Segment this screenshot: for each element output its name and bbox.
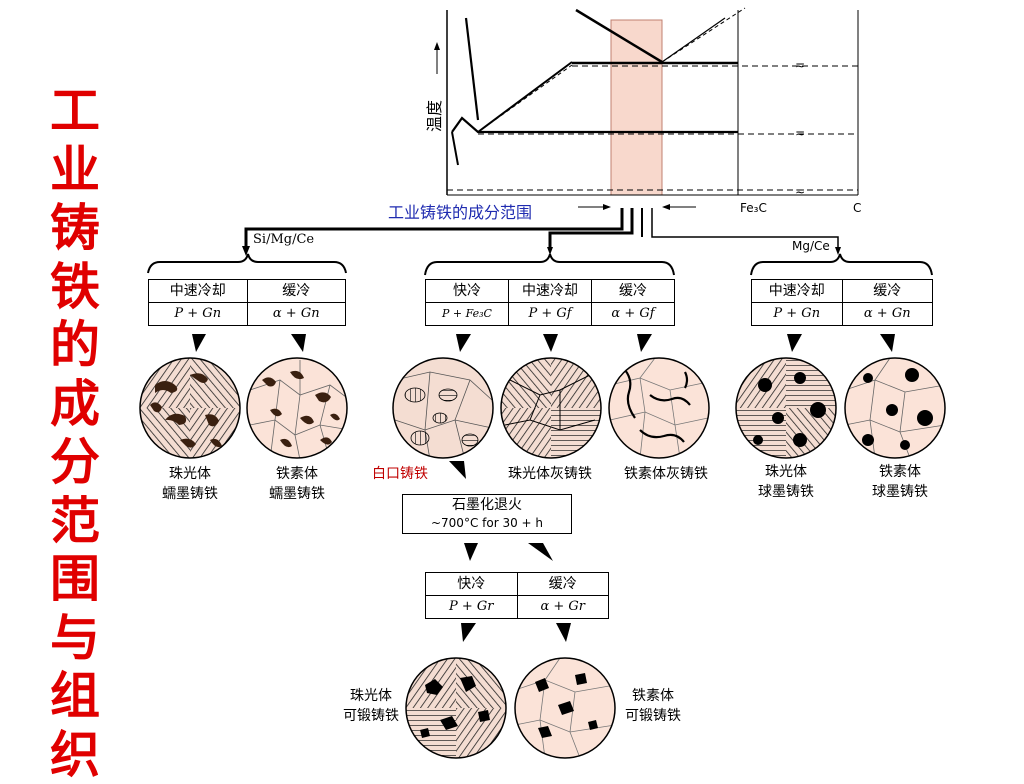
micrograph-ferrite-vermicular <box>246 357 348 459</box>
header-cell: 中速冷却 <box>508 280 591 302</box>
caption-pearlite-malleable: 珠光体 可锻铸铁 <box>330 686 412 726</box>
micrograph-pearlite-vermicular <box>139 357 241 459</box>
caption-ferrite-vermicular: 铁素体 蠕墨铸铁 <box>247 464 347 504</box>
formula-cell: P + Gr <box>448 599 494 614</box>
table-malleable: 快冷 缓冷 P + Gr α + Gr <box>425 572 609 619</box>
header-cell: 缓冷 <box>246 280 346 302</box>
caption-line: 可锻铸铁 <box>343 708 399 724</box>
formula-cell: α + Gf <box>591 303 674 325</box>
formula-cell: P + Fe₃C <box>442 307 492 320</box>
header-cell: 缓冷 <box>516 573 609 595</box>
caption-pearlite-nodular: 珠光体 球墨铸铁 <box>736 462 836 502</box>
header-cell: 缓冷 <box>591 280 674 302</box>
composition-range-band <box>610 19 663 196</box>
header-cell: 中速冷却 <box>768 283 825 299</box>
formula-cell: α + Gr <box>516 596 609 618</box>
header-cell: 快冷 <box>457 576 486 592</box>
micrograph-white-iron <box>392 357 494 459</box>
branch-label-left: Si/Mg/Ce <box>253 232 314 247</box>
braces <box>147 253 933 276</box>
header-cell: 快冷 <box>453 283 481 299</box>
formula-cell: P + Gf <box>508 303 591 325</box>
anneal-title: 石墨化退火 <box>452 497 522 513</box>
break-mark: ≂ <box>795 184 805 198</box>
break-mark: ≂ <box>795 58 805 72</box>
micrograph-ferrite-gray <box>608 357 710 459</box>
pointer-triangles <box>192 334 895 642</box>
caption-line: 铁素体 <box>276 466 318 482</box>
micrograph-ferrite-nodular <box>844 357 946 459</box>
micrograph-pearlite-malleable <box>405 657 507 759</box>
vertical-title: 工业铸铁的成分范围与组织 <box>50 82 100 784</box>
x-label-fe3c: Fe₃C <box>740 201 767 215</box>
caption-line: 蠕墨铸铁 <box>162 486 218 502</box>
micrograph-ferrite-malleable <box>514 657 616 759</box>
caption-line: 球墨铸铁 <box>758 484 814 500</box>
header-cell: 缓冷 <box>841 280 933 302</box>
micrograph-pearlite-nodular <box>735 357 837 459</box>
branch-lines <box>242 208 841 256</box>
composition-range-label: 工业铸铁的成分范围 <box>388 203 532 222</box>
header-cell: 中速冷却 <box>169 283 226 299</box>
caption-line: 珠光体 <box>169 466 211 482</box>
caption-ferrite-malleable: 铁素体 可锻铸铁 <box>612 686 694 726</box>
caption-pearlite-gray: 珠光体灰铸铁 <box>508 466 592 482</box>
phase-diagram: ≂ ≂ ≂ 温度 Fe₃C C 工业铸铁的成分范围 <box>388 7 861 222</box>
caption-line: 珠光体 <box>350 688 392 704</box>
formula-cell: α + Gn <box>246 303 346 325</box>
micrograph-pearlite-gray <box>500 357 602 459</box>
formula-cell: P + Gn <box>174 306 222 321</box>
caption-line: 珠光体 <box>765 464 807 480</box>
caption-ferrite-gray: 铁素体灰铸铁 <box>624 466 708 482</box>
caption-white-iron: 白口铸铁 <box>372 466 428 482</box>
diagram-canvas: ≂ ≂ ≂ 温度 Fe₃C C 工业铸铁的成分范围 Si/Mg/Ce Mg/Ce <box>139 7 946 759</box>
caption-line: 铁素体 <box>879 464 921 480</box>
y-axis-label: 温度 <box>425 100 444 132</box>
table-gray: 快冷 中速冷却 缓冷 P + Fe₃C P + Gf α + Gf <box>425 279 675 326</box>
formula-cell: P + Gn <box>773 306 821 321</box>
table-nodular: 中速冷却 缓冷 P + Gn α + Gn <box>751 279 933 326</box>
caption-line: 可锻铸铁 <box>625 708 681 724</box>
caption-ferrite-nodular: 铁素体 球墨铸铁 <box>850 462 950 502</box>
branch-label-right: Mg/Ce <box>792 239 830 253</box>
table-vermicular: 中速冷却 缓冷 P + Gn α + Gn <box>148 279 346 326</box>
caption-line: 蠕墨铸铁 <box>269 486 325 502</box>
break-mark: ≂ <box>795 126 805 140</box>
formula-cell: α + Gn <box>841 303 933 325</box>
graphitization-anneal-box: 石墨化退火 ~700°C for 30 + h <box>402 494 572 534</box>
caption-line: 铁素体 <box>632 688 674 704</box>
anneal-condition: ~700°C for 30 + h <box>430 516 544 530</box>
caption-line: 球墨铸铁 <box>872 484 928 500</box>
x-label-c: C <box>853 201 861 215</box>
caption-pearlite-vermicular: 珠光体 蠕墨铸铁 <box>140 464 240 504</box>
